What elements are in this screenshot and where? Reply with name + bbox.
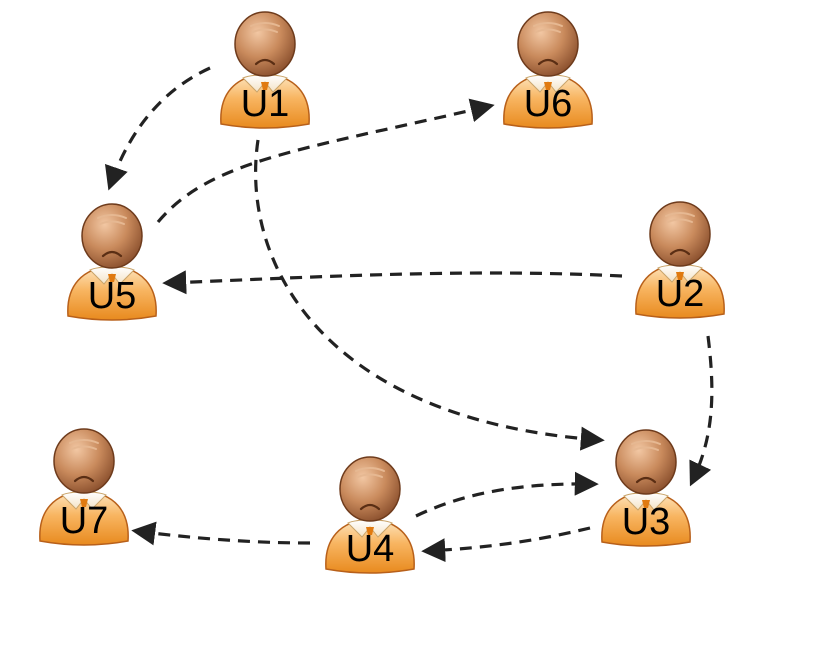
user-avatar-icon	[503, 11, 593, 129]
user-node-u5: U5	[67, 203, 157, 321]
user-node-u4: U4	[325, 456, 415, 574]
user-label-u6: U6	[524, 83, 573, 125]
edge-u3-to-u4	[421, 526, 591, 563]
user-avatar-icon	[220, 11, 310, 129]
user-label-u7: U7	[60, 500, 109, 542]
user-node-u6: U6	[503, 11, 593, 129]
edge-u2-to-u5	[162, 270, 623, 295]
user-avatar-icon	[635, 201, 725, 319]
edges-layer	[105, 66, 714, 563]
user-node-u2: U2	[635, 201, 725, 319]
user-label-u2: U2	[656, 273, 705, 315]
user-avatar-icon	[67, 203, 157, 321]
user-label-u1: U1	[241, 83, 290, 125]
user-label-u4: U4	[346, 528, 395, 570]
edge-u4-to-u3	[415, 471, 599, 518]
user-avatar-icon	[601, 429, 691, 547]
user-label-u5: U5	[88, 275, 137, 317]
edge-u4-to-u7	[131, 521, 311, 546]
user-avatar-icon	[325, 456, 415, 574]
user-node-u7: U7	[39, 428, 129, 546]
edge-u1-to-u5	[105, 66, 211, 191]
edge-u1-to-u3	[254, 139, 605, 451]
user-avatar-icon	[39, 428, 129, 546]
edge-u2-to-u3	[689, 335, 714, 487]
user-node-u1: U1	[220, 11, 310, 129]
user-label-u3: U3	[622, 501, 671, 543]
edge-u5-to-u6	[156, 98, 495, 224]
user-node-u3: U3	[601, 429, 691, 547]
